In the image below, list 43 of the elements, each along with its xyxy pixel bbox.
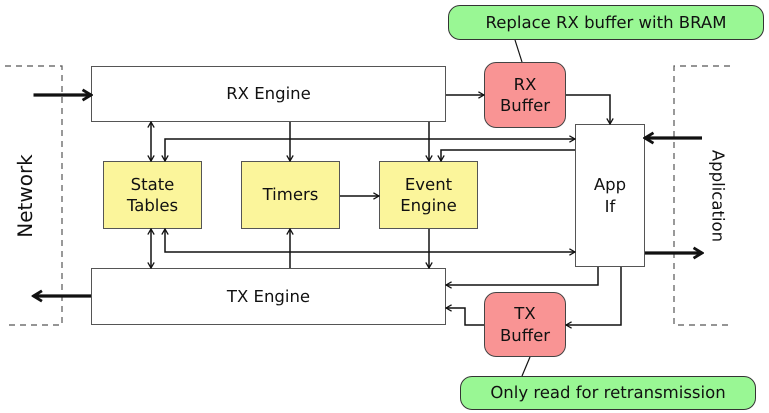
box-label: TX Engine: [226, 286, 310, 308]
arrow: [425, 229, 433, 269]
arrow: [445, 267, 599, 289]
process-box: [379, 161, 478, 229]
arrow: [161, 228, 576, 256]
box-label: Timers: [262, 184, 318, 206]
box-label: Event Engine: [399, 174, 458, 216]
leader-line: [514, 40, 523, 62]
process-box: [91, 66, 446, 122]
arrow: [425, 122, 433, 162]
box-label: App If: [592, 174, 628, 217]
box-label: State Tables: [126, 174, 180, 216]
callout-bubble: [460, 376, 756, 410]
arrow: [286, 122, 294, 162]
arrow: [565, 267, 622, 329]
leader-line: [521, 356, 531, 376]
box-label: TX Buffer: [498, 303, 552, 346]
box-label: Replace RX buffer with BRAM: [486, 12, 726, 34]
callout-bubble: [448, 5, 764, 40]
arrow: [34, 88, 92, 102]
arrow: [286, 228, 294, 268]
arrow: [566, 94, 614, 125]
process-box: [241, 161, 340, 229]
arrow: [340, 192, 380, 200]
box-label: RX Buffer: [498, 74, 552, 116]
arrow: [445, 304, 484, 326]
arrow: [644, 131, 702, 145]
buffer-box: [484, 292, 566, 357]
region-label: Network: [12, 154, 38, 238]
interface-box: [575, 124, 645, 267]
process-box: [91, 268, 446, 325]
arrow: [161, 135, 576, 162]
process-box: [103, 161, 202, 229]
arrow: [147, 228, 155, 269]
arrow: [32, 289, 91, 303]
arrow: [446, 91, 485, 99]
arrow: [147, 121, 155, 162]
region-label: Application: [708, 149, 729, 242]
buffer-box: [484, 62, 566, 128]
box-label: RX Engine: [226, 83, 311, 105]
box-label: Only read for retransmission: [490, 382, 726, 404]
arrow: [645, 246, 704, 260]
arrow: [437, 149, 575, 162]
